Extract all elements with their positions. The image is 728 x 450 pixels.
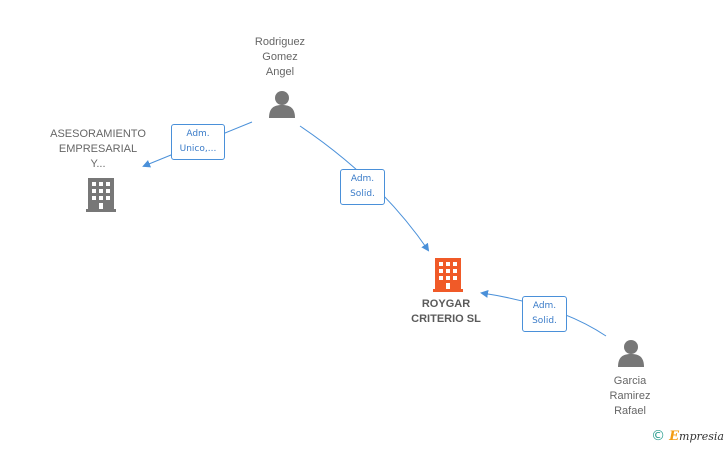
node-label-roygar[interactable]: ROYGAR CRITERIO SL [398,297,494,327]
person-icon[interactable] [269,91,295,118]
building-icon[interactable] [86,178,116,212]
relation-line: Unico,... [179,144,217,154]
empresia-watermark: © Empresia [651,428,724,444]
node-label-rodriguez[interactable]: Rodriguez Gomez Angel [240,35,320,80]
relation-badge-adm-unico[interactable]: Adm. Unico,... [171,124,225,160]
brand-logo: Empresia [669,428,724,444]
person-icon[interactable] [618,340,644,367]
node-label-asesoramiento[interactable]: ASESORAMIENTO EMPRESARIAL Y... [48,127,148,172]
node-name-line: CRITERIO SL [411,313,481,325]
node-name-line: Rodriguez [254,36,306,48]
node-name-line: ROYGAR [421,298,471,310]
node-label-garcia[interactable]: Garcia Ramirez Rafael [595,374,665,419]
copyright-symbol: © [651,428,666,444]
relation-line: Solid. [532,316,557,326]
node-name-line: EMPRESARIAL [58,143,138,155]
relation-badge-adm-solid[interactable]: Adm. Solid. [340,169,385,205]
relation-line: Adm. [350,174,375,184]
node-name-line: Garcia [613,375,647,387]
node-name-line: Angel [265,66,295,78]
node-name-line: Y... [90,158,106,170]
relation-line: Adm. [532,301,557,311]
relation-badge-adm-solid[interactable]: Adm. Solid. [522,296,567,332]
relation-line: Solid. [350,189,375,199]
node-name-line: ASESORAMIENTO [50,128,146,140]
relation-line: Adm. [186,129,210,139]
node-name-line: Rafael [614,405,646,417]
building-icon[interactable] [433,258,463,292]
node-name-line: Gomez [262,51,298,63]
node-name-line: Ramirez [609,390,651,402]
